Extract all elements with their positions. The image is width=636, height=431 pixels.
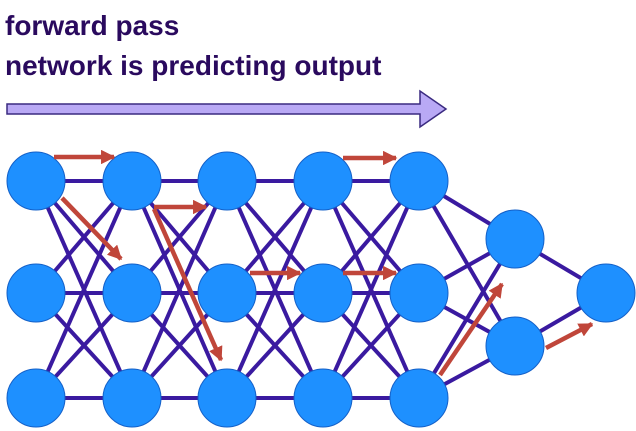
neuron-layer1-node1 [6,151,66,211]
neuron-layer3-node3 [197,368,257,428]
neuron-layer5-node2 [389,263,449,323]
neuron-layer3-node1 [197,151,257,211]
neuron-layer2-node3 [102,368,162,428]
neuron-layer3-node2 [197,263,257,323]
neuron-layer5-node1 [389,151,449,211]
title-line-forward-pass: forward pass [5,10,180,41]
neuron-layer6-node1 [485,209,545,269]
neuron-layer4-node3 [293,368,353,428]
flow-arrow-2 [60,196,123,261]
title-line-network-predicting: network is predicting output [5,50,382,81]
flow-arrow-9 [544,322,594,350]
neuron-layer5-node3 [389,368,449,428]
neuron-layer1-node2 [6,263,66,323]
network-nodes [6,151,636,428]
flow-arrow-4 [151,208,224,362]
forward-direction-arrow-shape [6,89,448,129]
neuron-layer7-node1 [576,263,636,323]
forward-direction-arrow [6,89,448,129]
edge-l4n3-l5n1 [321,180,421,399]
edge-l1n3-l2n1 [34,180,134,399]
neuron-layer1-node3 [6,368,66,428]
edge-l2n3-l3n1 [130,180,229,399]
neuron-layer2-node1 [102,151,162,211]
neuron-layer4-node1 [293,151,353,211]
neuron-layer4-node2 [293,263,353,323]
edge-l3n3-l4n1 [225,180,325,399]
neuron-layer6-node2 [485,316,545,376]
flow-arrow-8 [438,282,504,377]
neuron-layer2-node2 [102,263,162,323]
signal-flow-arrows [54,149,594,377]
edge-l5n1-l6n2 [417,179,517,348]
edge-l5n3-l6n1 [417,237,517,400]
